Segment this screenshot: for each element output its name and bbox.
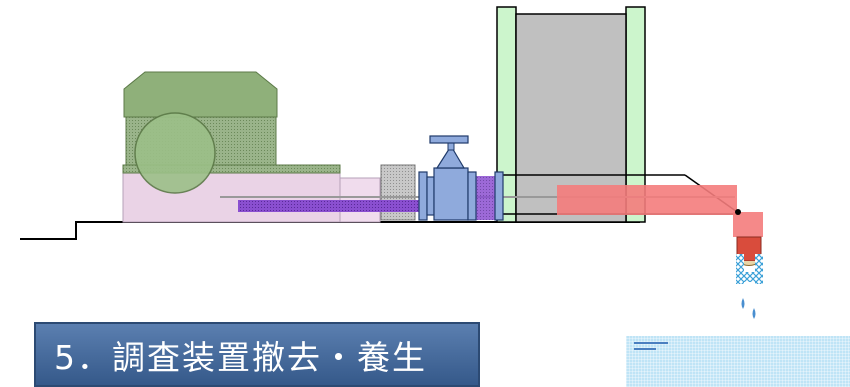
pump-unit bbox=[122, 71, 341, 194]
step-title: 5．調査装置撤去・養生 bbox=[34, 322, 480, 387]
step-title-text: 5．調査装置撤去・養生 bbox=[54, 337, 427, 377]
next-slide-preview bbox=[626, 336, 850, 387]
preview-lines bbox=[634, 342, 668, 354]
strainer-mesh bbox=[736, 254, 763, 284]
ground-line bbox=[20, 221, 640, 240]
gate-valve bbox=[418, 135, 504, 221]
discharge-hose bbox=[557, 185, 763, 266]
inner-hose bbox=[238, 200, 468, 212]
water-drops bbox=[741, 298, 756, 319]
